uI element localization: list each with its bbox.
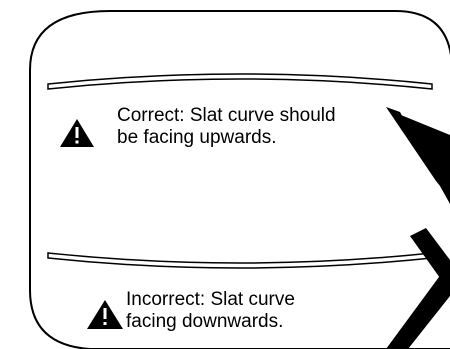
incorrect-caption-line2: facing downwards. <box>126 311 284 332</box>
slat-incorrect <box>47 252 433 269</box>
warning-triangle-icon <box>87 300 123 329</box>
tilt-wand-upper-tip <box>386 107 440 186</box>
window-frame-outline <box>29 10 450 349</box>
correct-caption: Correct: Slat curve should be facing upw… <box>117 105 336 149</box>
correct-caption-line1: Correct: Slat curve should <box>117 105 336 126</box>
incorrect-caption-line1: Incorrect: Slat curve <box>126 289 295 310</box>
cross-bar-b <box>386 262 450 349</box>
incorrect-caption: Incorrect: Slat curve facing downwards. <box>126 289 295 333</box>
slat-correct <box>47 73 433 90</box>
warning-triangle-icon <box>60 119 94 147</box>
tilt-wand-upper <box>396 113 450 204</box>
correct-caption-line2: be facing upwards. <box>117 127 277 148</box>
